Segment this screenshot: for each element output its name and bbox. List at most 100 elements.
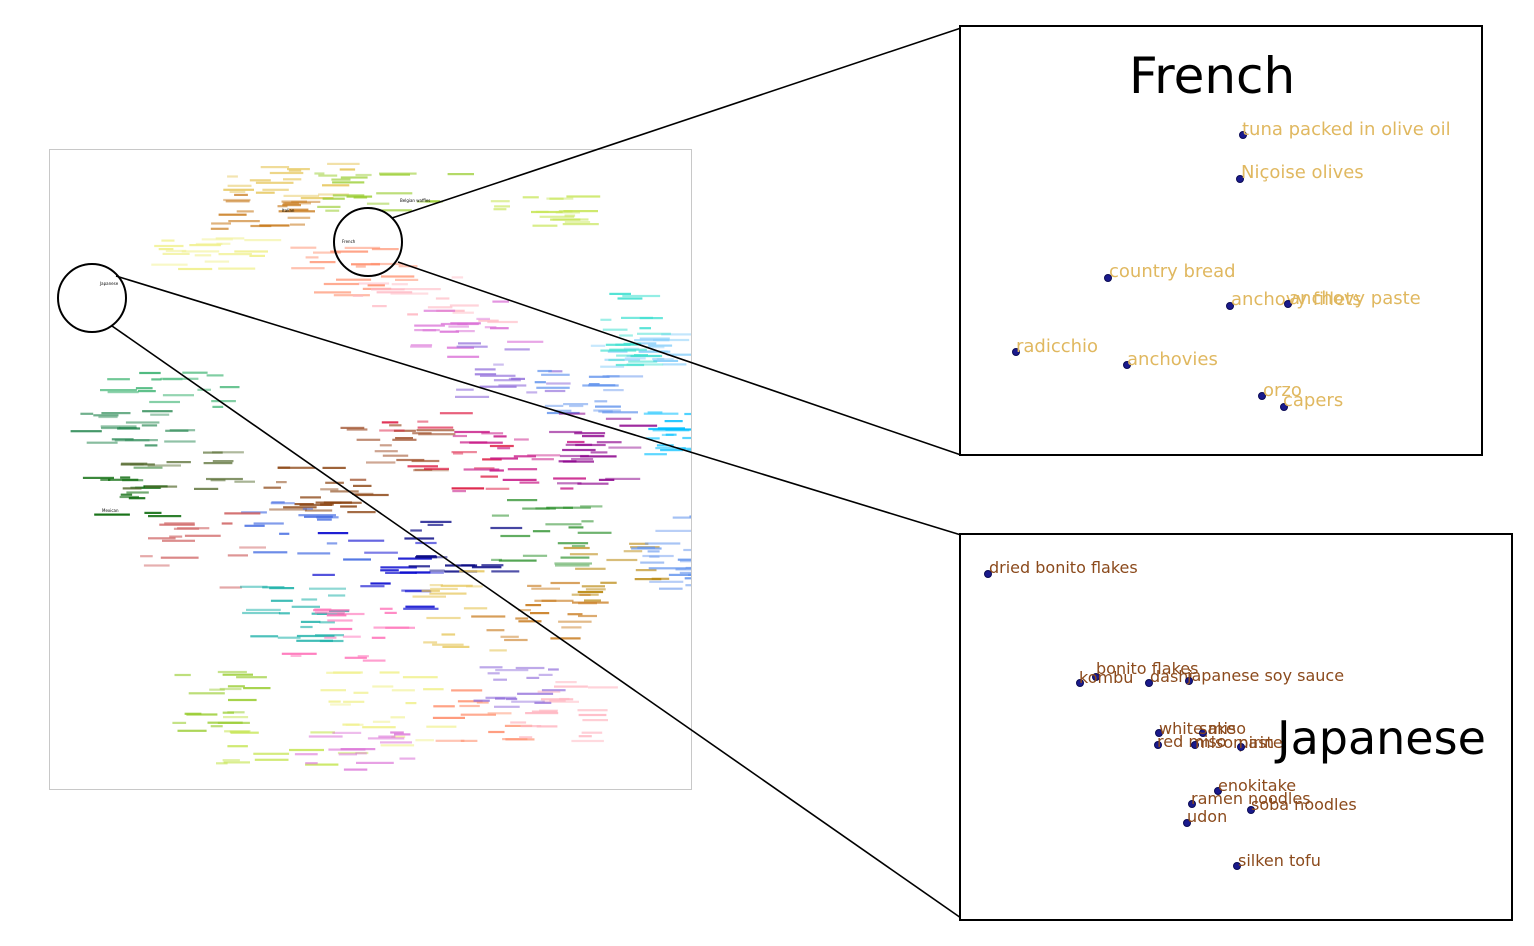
overview-mark (497, 447, 511, 450)
overview-mark (323, 282, 360, 286)
overview-mark (602, 328, 628, 331)
overview-mark (140, 555, 153, 558)
overview-mark (141, 424, 158, 427)
overview-mark (70, 430, 102, 433)
overview-mark (244, 239, 282, 242)
overview-mark (332, 181, 365, 184)
overview-mark (677, 558, 691, 561)
overview-mark (577, 531, 612, 534)
overview-mark (590, 344, 606, 347)
overview-mark (357, 655, 369, 658)
overview-mark (100, 478, 111, 481)
japanese-label-enokitake: enokitake (1218, 776, 1297, 795)
french-point-anchovy-paste (1284, 300, 1292, 308)
overview-mark (624, 357, 646, 360)
overview-mark (339, 168, 356, 171)
french-point-capers (1280, 403, 1288, 411)
overview-mark (330, 250, 369, 253)
overview-mark (469, 441, 503, 444)
japanese-label-ramen-noodles: ramen noodles (1191, 789, 1311, 808)
overview-mark (494, 205, 510, 208)
overview-mark (619, 424, 658, 427)
overview-mark (122, 479, 144, 482)
overview-mark (489, 444, 514, 448)
overview-mark (332, 194, 365, 197)
overview-mark (541, 689, 566, 692)
overview-mark (567, 440, 585, 444)
japanese-label-miso-paste: miso paste (1195, 733, 1283, 752)
overview-mark (429, 569, 445, 572)
overview-mark (439, 330, 459, 333)
overview-mark (534, 381, 546, 384)
overview-mark (204, 260, 230, 263)
japanese-label-sake: sake (1199, 719, 1236, 738)
overview-mark (206, 374, 224, 377)
overview-mark (355, 493, 389, 497)
overview-mark (407, 313, 418, 316)
overview-mark (276, 481, 287, 484)
overview-mark (515, 617, 529, 620)
overview-mark (557, 542, 589, 545)
overview-mark (216, 762, 228, 765)
overview-mark (600, 581, 617, 584)
overview-mark (340, 176, 368, 179)
overview-mark (554, 562, 592, 565)
overview-mark (504, 348, 530, 351)
overview-mark (422, 329, 437, 332)
overview-mark (385, 626, 415, 629)
overview-mark (656, 444, 674, 447)
overview-mark (302, 507, 313, 510)
overview-mark (360, 585, 385, 588)
overview-mark (493, 208, 507, 211)
overview-mark (498, 384, 527, 387)
overview-mark (254, 758, 289, 761)
overview-mark (351, 263, 380, 266)
overview-mark (404, 288, 441, 291)
overview-mark (282, 202, 299, 205)
overview-mark (207, 721, 243, 724)
overview-mark (289, 223, 305, 226)
french-label-radicchio: radicchio (1016, 336, 1099, 357)
overview-mark (461, 564, 476, 567)
overview-mark (154, 244, 184, 248)
overview-mark (458, 342, 481, 345)
overview-mark (305, 762, 318, 765)
overview-mark (317, 532, 349, 535)
overview-mark (343, 558, 371, 561)
overview-mark (380, 744, 415, 747)
overview-mark (160, 556, 199, 559)
overview-mark (644, 542, 681, 545)
overview-mark (222, 759, 240, 762)
japanese-point-white-miso (1155, 729, 1163, 737)
overview-mark (588, 686, 618, 689)
overview-mark (426, 725, 457, 728)
overview-mark (173, 527, 200, 530)
overview-mark (421, 589, 440, 592)
overview-mark (372, 305, 387, 308)
overview-mark (224, 512, 261, 515)
overview-mark (502, 478, 537, 481)
overview-mark (495, 669, 529, 672)
overview-mark (435, 739, 465, 742)
overview-mark (402, 676, 438, 679)
overview-mark (415, 571, 444, 574)
overview-mark (390, 292, 429, 295)
overview-mark (452, 434, 467, 438)
overview-mark (407, 465, 438, 468)
overview-mark (686, 449, 691, 452)
overview-mark (348, 539, 385, 542)
overview-mark (338, 753, 357, 756)
overview-mark (609, 292, 631, 295)
overview-mark (490, 457, 518, 460)
overview-mark (317, 518, 332, 521)
overview-mark (215, 237, 245, 240)
french-label-anchovies: anchovies (1127, 349, 1218, 370)
overview-mark (651, 577, 670, 580)
overview-mark (94, 513, 130, 516)
overview-mark (366, 202, 390, 205)
overview-mark (417, 420, 429, 423)
overview-mark (532, 530, 551, 533)
overview-mark (581, 585, 605, 588)
